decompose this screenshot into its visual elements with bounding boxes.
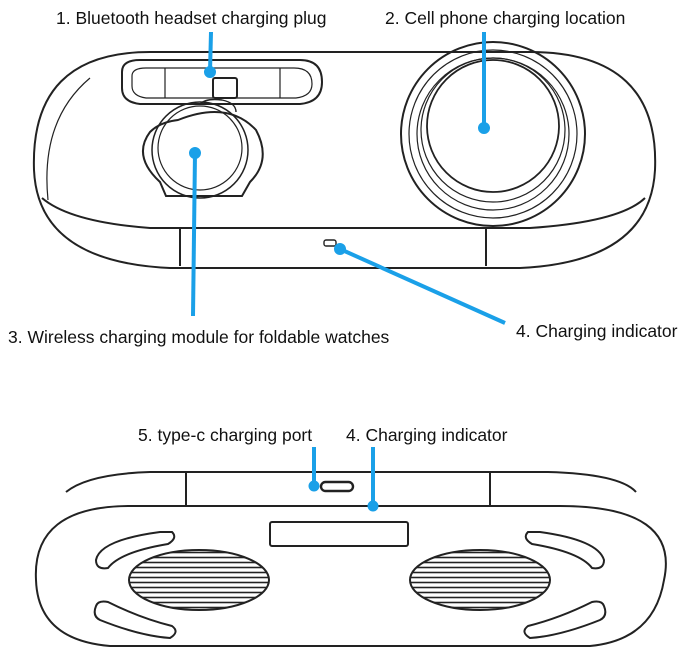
label-typec-port: 5. type-c charging port [138, 425, 312, 445]
label-phone-location: 2. Cell phone charging location [385, 8, 625, 28]
slot-top-right [524, 531, 606, 570]
charger-bottom-outline [34, 505, 667, 647]
label-indicator-bottom: 4. Charging indicator [346, 425, 508, 445]
leader-lines-top [189, 31, 506, 325]
charger-top-view [32, 41, 657, 269]
charger-side-band [41, 197, 646, 229]
leader-line-3 [191, 152, 197, 317]
bottom-label-recess [269, 521, 409, 547]
slot-bottom-left [93, 600, 177, 640]
bluetooth-headset-plug [121, 59, 324, 105]
typec-port [319, 480, 355, 493]
label-indicator-top: 4. Charging indicator [516, 321, 678, 341]
phone-charging-pad [400, 41, 586, 227]
grille-left [128, 549, 270, 611]
slot-bottom-right [523, 600, 607, 640]
charger-back-band [65, 471, 637, 493]
watch-charging-module [141, 98, 264, 199]
charging-indicator-light [323, 239, 337, 247]
leader-line-1 [208, 31, 213, 73]
charger-bottom-view [34, 471, 667, 647]
charger-base-outline [32, 51, 657, 269]
label-watch-module: 3. Wireless charging module for foldable… [8, 327, 390, 347]
label-bluetooth-plug: 1. Bluetooth headset charging plug [56, 8, 326, 28]
leader-lines-bottom [308, 447, 379, 512]
slot-top-left [94, 531, 176, 570]
grille-right [409, 549, 551, 611]
leader-line-4 [339, 247, 506, 325]
